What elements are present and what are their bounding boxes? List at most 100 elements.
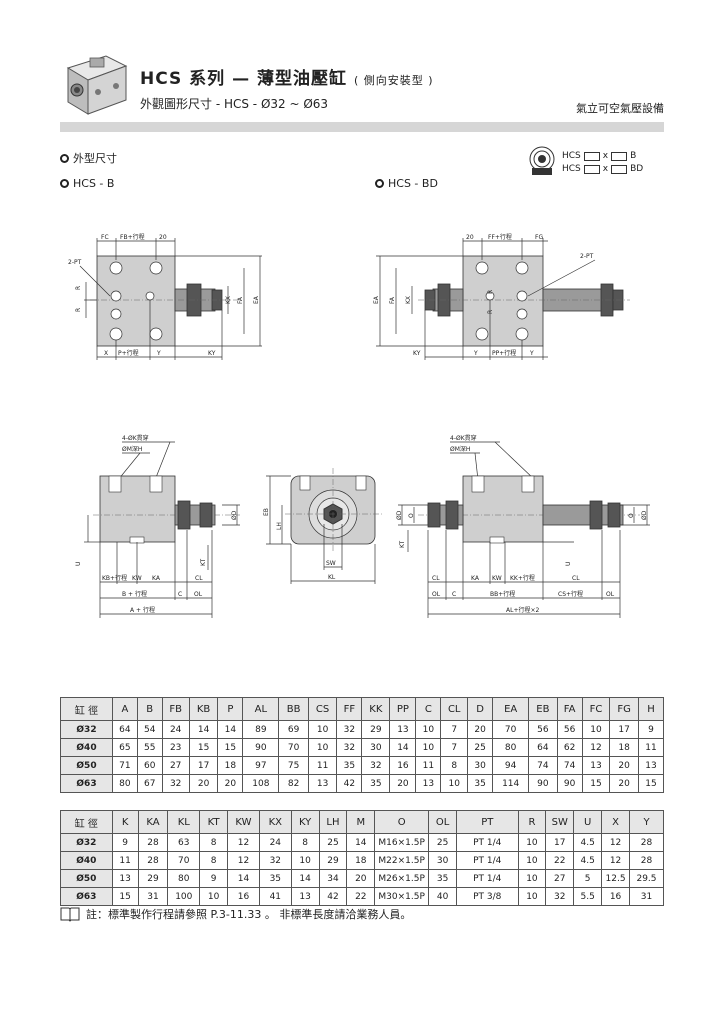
table-cell: 42 [318, 887, 348, 906]
table-cell: 9 [199, 869, 229, 888]
section-outline-label: 外型尺寸 [73, 152, 117, 165]
dim-y-bd1: Y [473, 350, 478, 357]
model-code-b: HCS x B [562, 151, 636, 161]
table-cell: 108 [242, 774, 280, 793]
table-cell: 82 [278, 774, 309, 793]
dim-fa-b: FA [237, 296, 244, 304]
dim-kw-bd: KW [492, 575, 502, 582]
table-cell: 80 [492, 738, 530, 757]
table-cell: 13 [111, 869, 139, 888]
table-cell: 32 [336, 720, 363, 739]
dim-ea-b: EA [253, 295, 260, 304]
table-header-cell: 缸 徑 [60, 697, 113, 721]
table-header-cell: K [111, 810, 139, 834]
dim-ol-bd1: OL [432, 591, 441, 598]
dim-cl-bd2: CL [572, 575, 580, 582]
table-cell: 70 [492, 720, 530, 739]
dim-kt-b: KT [200, 559, 207, 566]
table-cell: 14 [290, 869, 320, 888]
table-cell: 41 [258, 887, 292, 906]
footnote-text: 註：標準製作行程請參照 P.3-11.33 。 非標準長度請洽業務人員。 [86, 908, 412, 921]
table-header-cell: D [467, 697, 494, 721]
dim-a-stroke: A + 行程 [130, 606, 155, 614]
table-cell: 4.5 [573, 833, 603, 852]
table-header-cell: KL [167, 810, 201, 834]
model-code-bd-suffix: BD [630, 164, 644, 174]
section-bullet-icon [60, 153, 69, 163]
dim-ol-bd2: OL [606, 591, 615, 598]
section-hcs-b-label: HCS - B [73, 177, 115, 190]
table-header-cell: Y [629, 810, 664, 834]
table-cell: 29 [318, 851, 348, 870]
table-header-cell: EB [528, 697, 558, 721]
table-cell: 7 [440, 738, 469, 757]
dim-m-deep-b: ØM深H [122, 445, 142, 453]
table-cell: 90 [556, 774, 583, 793]
dim-kk-stroke: KK+行程 [510, 574, 535, 582]
table-cell: 32 [161, 774, 190, 793]
dim-y-bd2: Y [529, 350, 534, 357]
dim-kl: KL [328, 574, 336, 581]
table-cell: 17 [545, 833, 575, 852]
table-header-cell: X [601, 810, 630, 834]
section-outline: 外型尺寸 [60, 150, 117, 166]
table-header-cell: KX [258, 810, 292, 834]
table-cell: 56 [528, 720, 558, 739]
section-bullet-icon [375, 179, 384, 188]
table-cell: PT 1/4 [456, 833, 519, 852]
dim-eb: EB [263, 508, 270, 516]
table-cell: 34 [318, 869, 348, 888]
table-cell: 23 [161, 738, 190, 757]
table-cell: 90 [242, 738, 280, 757]
table-cell: 56 [556, 720, 583, 739]
code-box [583, 151, 600, 161]
table-header-cell: FG [609, 697, 640, 721]
table-cell: 11 [415, 756, 442, 775]
table-header-cell: O [374, 810, 430, 834]
table-header-cell: CS [307, 697, 338, 721]
dim-ol-b: OL [194, 591, 203, 598]
table-header-cell: KB [188, 697, 219, 721]
dim-2pt-b: 2-PT [68, 259, 82, 266]
table-cell: 8 [199, 851, 229, 870]
table-cell: 9 [638, 720, 664, 739]
table-cell: 20 [609, 756, 640, 775]
table-cell: 14 [227, 869, 260, 888]
bore-size-cell: Ø63 [60, 887, 113, 906]
dim-fg: FG [535, 234, 543, 241]
table-header-cell: FF [336, 697, 363, 721]
dim-c-bd: C [452, 591, 456, 598]
code-box [611, 151, 628, 161]
dim-twenty-bd: 20 [466, 234, 474, 241]
dim-cs-stroke: CS+行程 [558, 590, 583, 598]
table-cell: M26×1.5P [374, 869, 430, 888]
table-cell: 100 [167, 887, 201, 906]
page-subtitle: 外觀圖形尺寸 - HCS - Ø32 ~ Ø63 [140, 97, 329, 111]
table-cell: 63 [167, 833, 201, 852]
table-cell: 24 [161, 720, 190, 739]
model-code-b-prefix: HCS [562, 151, 581, 161]
table-cell: 18 [217, 756, 244, 775]
model-code-bd-prefix: HCS [562, 164, 581, 174]
section-hcs-b: HCS - B [60, 177, 114, 190]
table-cell: 5 [573, 869, 603, 888]
table-cell: 10 [440, 774, 469, 793]
table-cell: 35 [258, 869, 292, 888]
table-cell: 80 [112, 774, 138, 793]
table-cell: 31 [137, 887, 169, 906]
table-cell: 114 [492, 774, 530, 793]
table-cell: 14 [188, 720, 219, 739]
table-header-cell: PP [389, 697, 417, 721]
table-cell: 27 [161, 756, 190, 775]
table-cell: 10 [307, 720, 338, 739]
end-view: EB LH SW KL [263, 468, 382, 584]
table-cell: 20 [188, 774, 219, 793]
table-cell: 20 [389, 774, 417, 793]
